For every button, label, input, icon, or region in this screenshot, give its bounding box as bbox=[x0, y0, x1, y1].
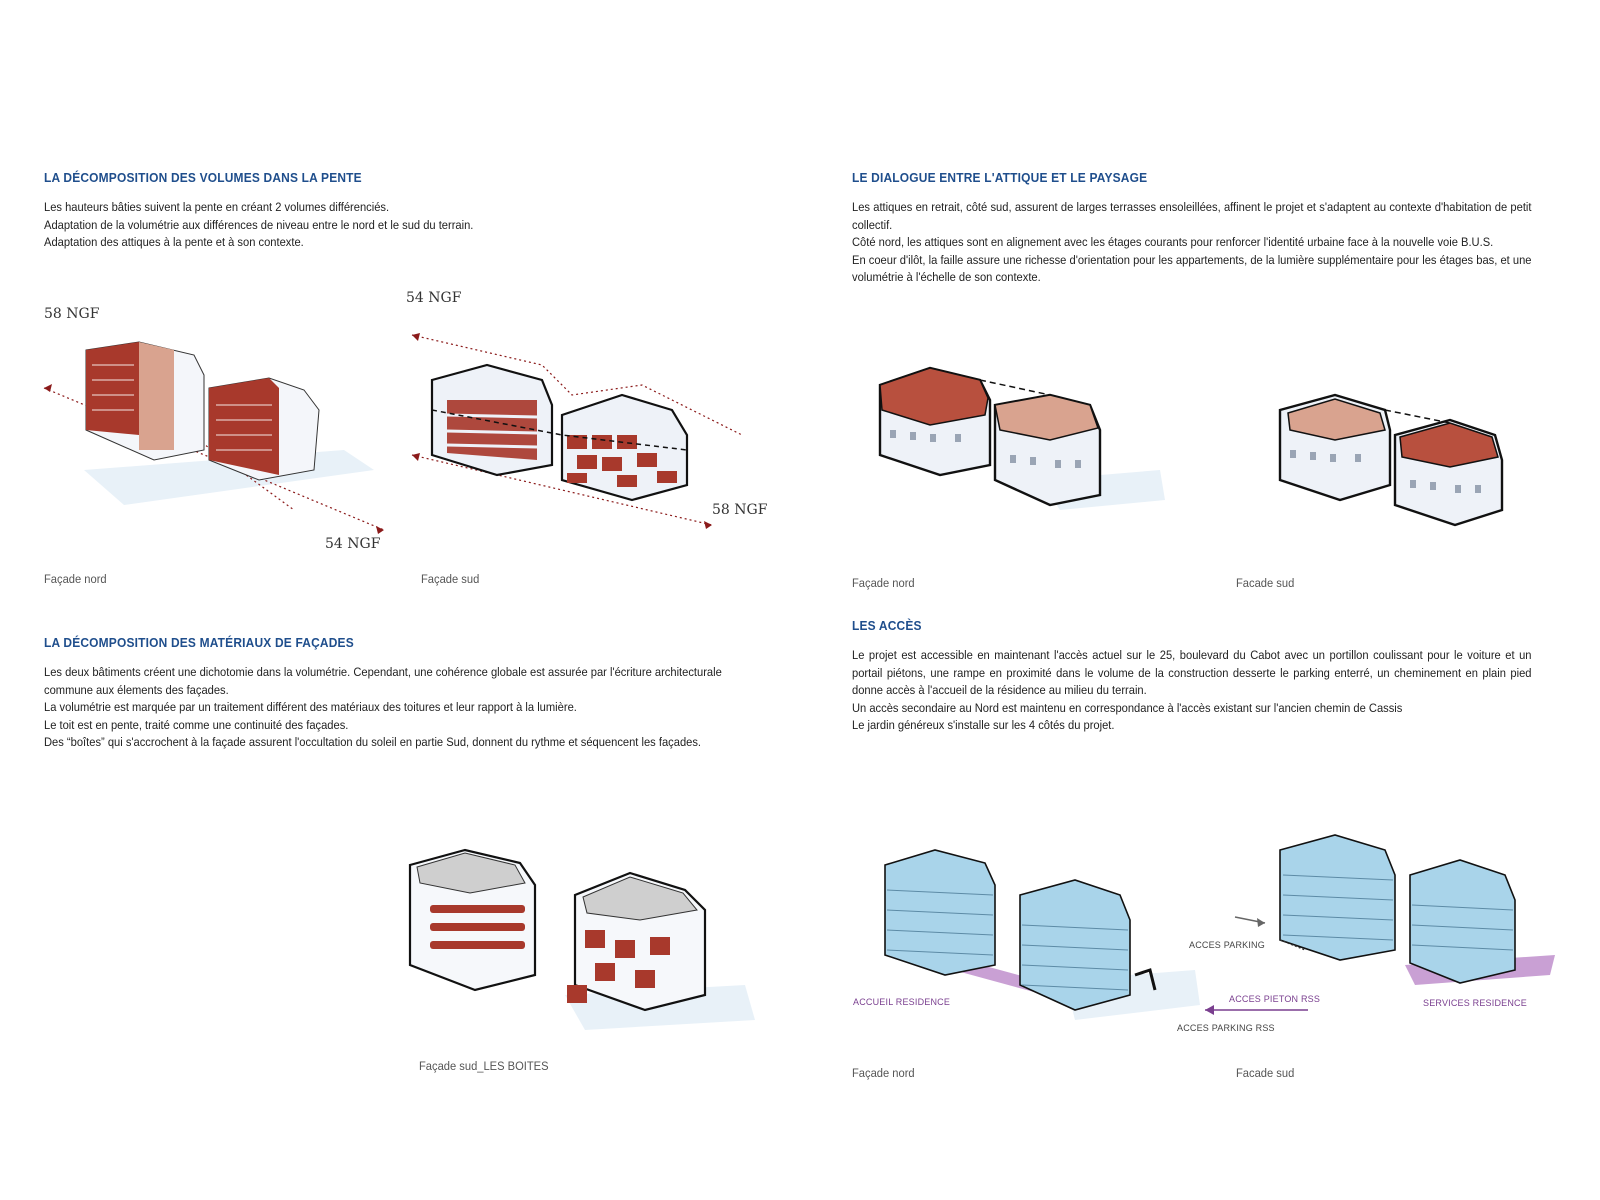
volumes-south-illustration bbox=[411, 333, 743, 529]
caption: Façade sud bbox=[421, 572, 480, 586]
paragraph-line: Côté nord, les attiques sont en aligneme… bbox=[852, 235, 1494, 250]
materiaux-illustration bbox=[408, 848, 755, 1030]
volumes-north-illustration bbox=[43, 341, 385, 534]
ngf-label: 58 NGF bbox=[44, 306, 100, 322]
ngf-label: 58 NGF bbox=[712, 502, 768, 518]
paragraph-line: Les hauteurs bâties suivent la pente en … bbox=[44, 200, 390, 214]
caption: Façade sud_LES BOITES bbox=[419, 1059, 549, 1073]
label-acces-parking: ACCES PARKING bbox=[1189, 940, 1265, 950]
paragraph-line: Les deux bâtiments créent une dichotomie… bbox=[44, 665, 722, 697]
caption: Facade sud bbox=[1236, 576, 1295, 590]
section-title: LE DIALOGUE ENTRE L'ATTIQUE ET LE PAYSAG… bbox=[852, 170, 1148, 185]
label-acces-parking-rss: ACCES PARKING RSS bbox=[1177, 1023, 1275, 1033]
caption: Façade nord bbox=[44, 572, 107, 586]
label-services-residence: SERVICES RESIDENCE bbox=[1423, 998, 1527, 1008]
acces-north-illustration bbox=[884, 849, 1200, 1020]
caption: Façade nord bbox=[852, 1066, 915, 1080]
section-title: LA DÉCOMPOSITION DES VOLUMES DANS LA PEN… bbox=[44, 170, 362, 185]
caption: Façade nord bbox=[852, 576, 915, 590]
paragraph-line: Le jardin généreux s'installe sur les 4 … bbox=[852, 718, 1115, 733]
paragraph-line: Adaptation de la volumétrie aux différen… bbox=[44, 217, 474, 232]
ngf-label: 54 NGF bbox=[406, 290, 462, 306]
pieton-arrow bbox=[1205, 1005, 1308, 1015]
label-accueil-residence: ACCUEIL RESIDENCE bbox=[853, 997, 951, 1007]
section-volumes: LA DÉCOMPOSITION DES VOLUMES DANS LA PEN… bbox=[44, 170, 764, 252]
paragraph-line: Des “boîtes” qui s'accrochent à la façad… bbox=[44, 735, 702, 750]
acces-south-illustration bbox=[1234, 834, 1555, 985]
paragraph-line: Un accès secondaire au Nord est maintenu… bbox=[852, 700, 1403, 715]
attique-north-illustration bbox=[878, 366, 1165, 510]
ngf-label: 54 NGF bbox=[325, 536, 381, 552]
paragraph-line: Les attiques en retrait, côté sud, assur… bbox=[852, 200, 1532, 232]
section-acces: LES ACCÈS Le projet est accessible en ma… bbox=[852, 618, 1600, 735]
paragraph-line: En coeur d'ilôt, la faille assure une ri… bbox=[852, 252, 1532, 285]
paragraph-line: Adaptation des attiques à la pente et à … bbox=[44, 235, 304, 250]
paragraph-line: Le toit est en pente, traité comme une c… bbox=[44, 717, 349, 732]
caption: Facade sud bbox=[1236, 1066, 1295, 1080]
attique-south-illustration bbox=[1278, 393, 1504, 527]
section-title: LA DÉCOMPOSITION DES MATÉRIAUX DE FAÇADE… bbox=[44, 635, 354, 650]
section-materiaux: LA DÉCOMPOSITION DES MATÉRIAUX DE FAÇADE… bbox=[44, 635, 814, 752]
label-acces-pieton: ACCES PIETON RSS bbox=[1229, 994, 1321, 1004]
paragraph-line: Le projet est accessible en maintenant l… bbox=[852, 648, 1532, 698]
section-attique: LE DIALOGUE ENTRE L'ATTIQUE ET LE PAYSAG… bbox=[852, 170, 1600, 287]
section-title: LES ACCÈS bbox=[852, 618, 922, 633]
paragraph-line: La volumétrie est marquée par un traitem… bbox=[44, 700, 577, 715]
